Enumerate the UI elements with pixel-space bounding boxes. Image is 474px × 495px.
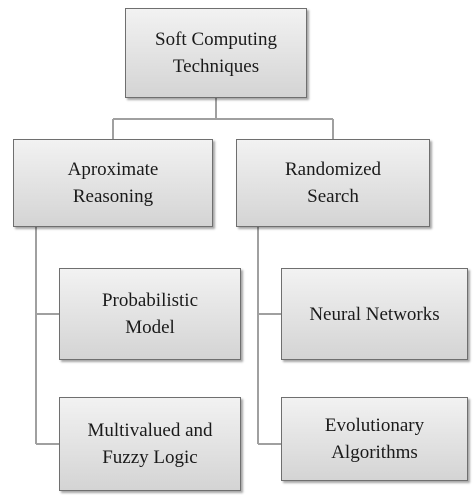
node-soft-computing-techniques: Soft Computing Techniques [125, 8, 307, 98]
node-label: Aproximate Reasoning [67, 159, 159, 207]
node-label: Soft Computing Techniques [155, 29, 277, 77]
node-label: Multivalued and Fuzzy Logic [87, 420, 213, 468]
node-evolutionary-algorithms: Evolutionary Algorithms [281, 397, 468, 481]
node-neural-networks: Neural Networks [281, 268, 468, 360]
node-aproximate-reasoning: Aproximate Reasoning [13, 139, 213, 227]
connector-aprox-to-children [35, 227, 59, 445]
connector-root-to-children [112, 98, 334, 139]
node-label: Neural Networks [309, 303, 440, 325]
node-label: Probabilistic Model [101, 290, 199, 338]
connector-rand-to-children [257, 227, 281, 445]
node-multivalued-fuzzy-logic: Multivalued and Fuzzy Logic [59, 397, 241, 491]
node-randomized-search: Randomized Search [236, 139, 430, 227]
node-label: Randomized Search [284, 159, 382, 207]
node-label: Evolutionary Algorithms [324, 415, 425, 463]
node-probabilistic-model: Probabilistic Model [59, 268, 241, 360]
